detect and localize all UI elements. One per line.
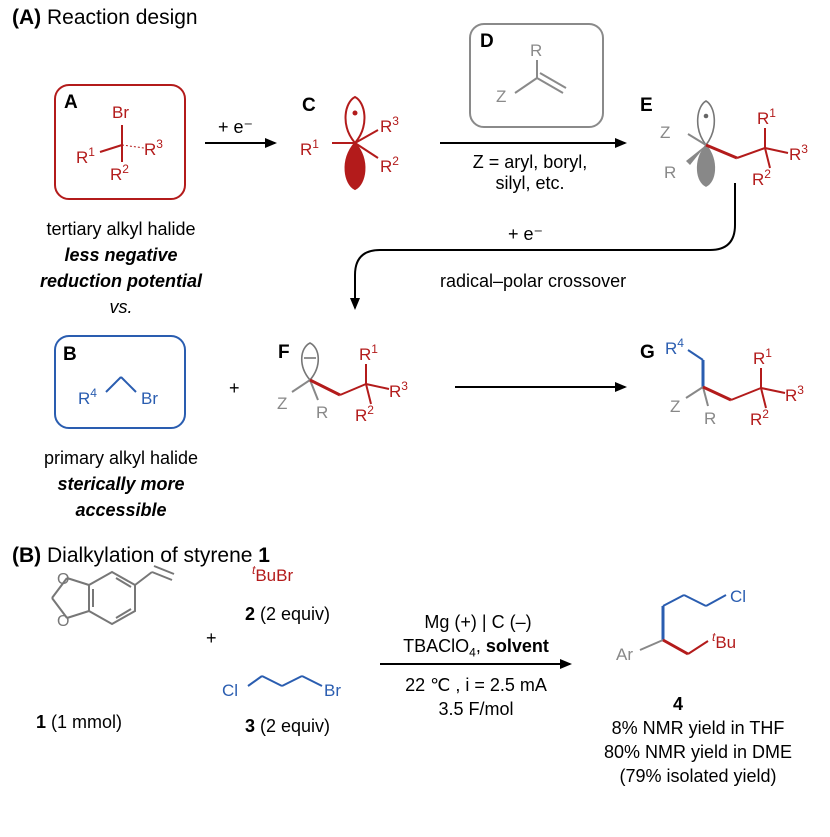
- svg-text:tBuBr: tBuBr: [252, 563, 293, 585]
- box-d: [469, 23, 604, 128]
- svg-text:R1: R1: [753, 346, 772, 368]
- product-4-number: 4: [673, 694, 684, 714]
- chloropropyl-bromide-structure: [247, 675, 323, 687]
- svg-text:R1: R1: [757, 106, 776, 128]
- conditions-line-1: Mg (+) | C (–): [424, 612, 532, 632]
- svg-text:Z: Z: [660, 123, 670, 142]
- product-4-yields: 8% NMR yield in THF 80% NMR yield in DME…: [603, 718, 793, 786]
- label-a: A: [64, 92, 78, 113]
- svg-text:R2: R2: [750, 407, 769, 429]
- electron-step-2: + e⁻: [508, 224, 544, 244]
- styrene-1-structure: [51, 565, 175, 626]
- svg-text:Ar: Ar: [616, 645, 633, 664]
- svg-text:Cl: Cl: [730, 587, 746, 606]
- svg-text:Br: Br: [324, 681, 341, 700]
- section-b-heading: (B) Dialkylation of styrene 1: [12, 544, 270, 567]
- svg-text:O: O: [57, 613, 69, 630]
- plus-sign-2: +: [206, 628, 217, 648]
- svg-text:Z: Z: [670, 397, 680, 416]
- label-f: F: [278, 342, 290, 363]
- svg-text:Br: Br: [112, 103, 129, 122]
- reagent-1-label: 1 (1 mmol): [36, 712, 123, 732]
- alkene-d-structure: R Z: [496, 41, 567, 106]
- crossover-arrow: [350, 183, 736, 310]
- label-g: G: [640, 342, 655, 363]
- svg-text:R4: R4: [78, 386, 97, 408]
- primary-bromide-structure: R4 Br: [78, 376, 158, 408]
- svg-text:R1: R1: [359, 342, 378, 364]
- box-a: [54, 84, 186, 200]
- plus-sign-1: +: [229, 378, 240, 398]
- svg-text:R2: R2: [355, 403, 374, 425]
- svg-text:R: R: [530, 41, 542, 60]
- label-e: E: [640, 95, 653, 116]
- svg-text:R3: R3: [380, 114, 399, 136]
- electron-step-1: + e⁻: [218, 117, 254, 137]
- anion-f-structure: Z R R1 R3 R2: [277, 342, 408, 425]
- svg-text:Br: Br: [141, 389, 158, 408]
- conditions-line-2: TBAClO4, solvent: [403, 636, 549, 660]
- svg-text:R2: R2: [752, 167, 771, 189]
- svg-text:R2: R2: [380, 154, 399, 176]
- box-b: [54, 335, 186, 429]
- svg-text:R: R: [316, 403, 328, 422]
- svg-text:Z: Z: [496, 87, 506, 106]
- z-definition: Z = aryl, boryl, silyl, etc.: [472, 152, 588, 193]
- tertiary-bromide-structure: Br R1 R3 R2: [76, 103, 163, 184]
- reagent-3-label: 3 (2 equiv): [245, 716, 331, 736]
- label-b: B: [63, 344, 77, 365]
- section-a-heading: (A) Reaction design: [12, 6, 198, 29]
- crossover-label: radical–polar crossover: [440, 271, 627, 291]
- svg-text:R1: R1: [300, 137, 319, 159]
- svg-text:Cl: Cl: [222, 681, 238, 700]
- svg-text:R: R: [664, 163, 676, 182]
- svg-text:tBu: tBu: [712, 630, 736, 652]
- svg-text:R4: R4: [665, 336, 684, 358]
- svg-text:R3: R3: [785, 383, 804, 405]
- product-g-structure: R4 Z R R1 R3 R2: [665, 336, 804, 429]
- svg-text:R1: R1: [76, 145, 95, 167]
- conditions-line-3: 22 ℃ , i = 2.5 mA: [405, 675, 547, 695]
- svg-text:O: O: [57, 571, 69, 588]
- svg-text:R: R: [704, 409, 716, 428]
- svg-text:R2: R2: [110, 162, 129, 184]
- primary-note: primary alkyl halide sterically more acc…: [43, 448, 199, 520]
- label-c: C: [302, 95, 316, 116]
- radical-e-structure: Z R R1 R3 R2: [660, 100, 808, 189]
- label-d: D: [480, 31, 494, 52]
- tertiary-note: tertiary alkyl halide less negative redu…: [40, 219, 202, 317]
- product-4-structure: Cl Ar tBu: [616, 587, 746, 664]
- conditions-line-4: 3.5 F/mol: [438, 699, 514, 719]
- svg-text:Z: Z: [277, 394, 287, 413]
- svg-text:R3: R3: [789, 142, 808, 164]
- reagent-2-label: 2 (2 equiv): [245, 604, 331, 624]
- svg-text:R3: R3: [144, 137, 163, 159]
- svg-text:R3: R3: [389, 379, 408, 401]
